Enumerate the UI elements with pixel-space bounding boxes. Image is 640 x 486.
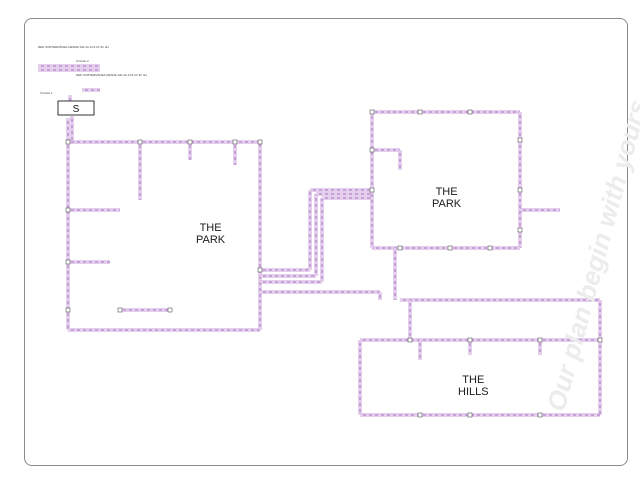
- transformer-node: [417, 412, 423, 418]
- substation-letter: S: [73, 104, 80, 115]
- feed-text-2: RED SUBTERRÁNEA DESDE S/E 4A 13.8 kV 3F …: [76, 73, 147, 77]
- drawing-frame: [24, 18, 628, 466]
- transformer-node: [65, 207, 71, 213]
- transformer-node: [369, 147, 375, 153]
- transformer-node: [65, 139, 71, 145]
- circuit-2-label: Circuito 2: [76, 59, 89, 63]
- transformer-node: [232, 139, 238, 145]
- transformer-node: [257, 139, 263, 145]
- transformer-node: [257, 267, 263, 273]
- transformer-node: [537, 412, 543, 418]
- transformer-node: [137, 139, 143, 145]
- transformer-node: [369, 187, 375, 193]
- transformer-node: [487, 245, 493, 251]
- transformer-node: [65, 259, 71, 265]
- transformer-node: [447, 245, 453, 251]
- substation-box: [57, 100, 95, 116]
- transformer-node: [117, 307, 123, 313]
- transformer-node: [65, 307, 71, 313]
- transformer-node: [597, 337, 603, 343]
- transformer-node: [517, 137, 523, 143]
- transformer-node: [407, 337, 413, 343]
- transformer-node: [187, 139, 193, 145]
- circuit-1-label: Circuito 1: [40, 91, 53, 95]
- transformer-node: [537, 337, 543, 343]
- transformer-node: [517, 227, 523, 233]
- transformer-node: [467, 412, 473, 418]
- transformer-node: [167, 307, 173, 313]
- transformer-node: [417, 109, 423, 115]
- transformer-node: [397, 245, 403, 251]
- substation: S RED SUBTERRÁNEA DESDE S/E 4A 13.8 kV 3…: [38, 45, 147, 116]
- transformer-node: [517, 187, 523, 193]
- feed-text-1: RED SUBTERRÁNEA DESDE S/E 4A 13.8 kV 3F …: [38, 45, 109, 49]
- transformer-node: [467, 109, 473, 115]
- transformer-node: [369, 109, 375, 115]
- transformer-node: [467, 337, 473, 343]
